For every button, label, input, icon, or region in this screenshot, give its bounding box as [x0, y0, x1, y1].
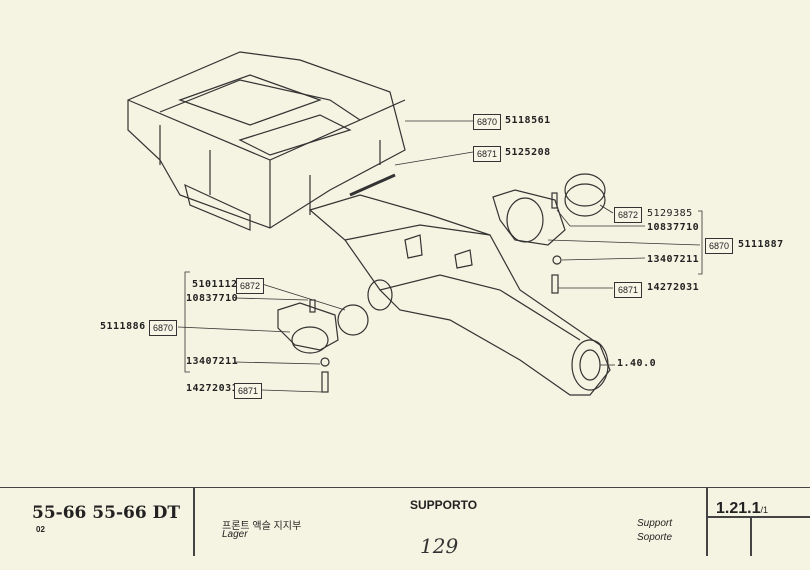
code-box-left-bushing: 6872: [236, 278, 265, 294]
title-block: 55-66 55-66 DT 02 SUPPORTO 프론트 액슬 지지부 La…: [0, 487, 810, 558]
code-box-left-support: 6870: [149, 320, 178, 336]
title-korean: 프론트 액슬 지지부: [222, 521, 302, 532]
frame-bolt: [349, 173, 396, 197]
title-german: Lager: [222, 529, 248, 540]
front-axle-beam: [308, 194, 611, 396]
title-english: Support: [637, 518, 673, 529]
handwritten-page-number: 129: [420, 534, 459, 558]
code-box-right-bolt: 6871: [614, 282, 643, 298]
divider: [706, 488, 708, 556]
divider: [706, 516, 810, 518]
title-spanish: Soporte: [637, 532, 673, 543]
front-support-frame: [127, 51, 406, 231]
code-box-right-support: 6870: [705, 238, 734, 254]
part-number-left-bolt: 14272031: [186, 383, 239, 394]
part-number-left-bushing: 5101112: [192, 279, 238, 290]
code-box-bolt-top: 6871: [473, 146, 502, 162]
leader-lines: [177, 120, 703, 393]
part-number-left-support: 5111886: [100, 321, 146, 332]
part-number-left-grease: 13407211: [186, 356, 239, 367]
model-name: 55-66 55-66 DT: [32, 503, 180, 523]
divider: [193, 488, 195, 556]
code-box-left-bolt: 6871: [234, 383, 263, 399]
reference-number: 1.21.1: [716, 500, 761, 517]
part-number-bolt-top: 5125208: [505, 147, 551, 158]
part-number-right-support: 5111887: [738, 239, 784, 250]
model-variant: 02: [36, 525, 45, 534]
section-reference: 1.21.1/1: [716, 500, 768, 518]
part-number-right-pin: 10837710: [647, 222, 700, 233]
part-number-right-bushing: 5129385: [647, 208, 693, 219]
part-number-frame: 5118561: [505, 115, 551, 126]
reference-sheet: /1: [760, 505, 768, 515]
axle-reference: 1.40.0: [617, 358, 657, 369]
part-number-right-bolt: 14272031: [647, 282, 700, 293]
divider: [750, 516, 752, 556]
code-box-frame: 6870: [473, 114, 502, 130]
code-box-right-bushing: 6872: [614, 207, 643, 223]
right-support-assembly: [492, 173, 606, 294]
part-number-left-pin: 10837710: [186, 293, 239, 304]
exploded-parts-diagram: [127, 51, 703, 396]
part-number-right-grease: 13407211: [647, 254, 700, 265]
left-support-assembly: [277, 299, 369, 393]
section-title: SUPPORTO: [410, 498, 478, 512]
